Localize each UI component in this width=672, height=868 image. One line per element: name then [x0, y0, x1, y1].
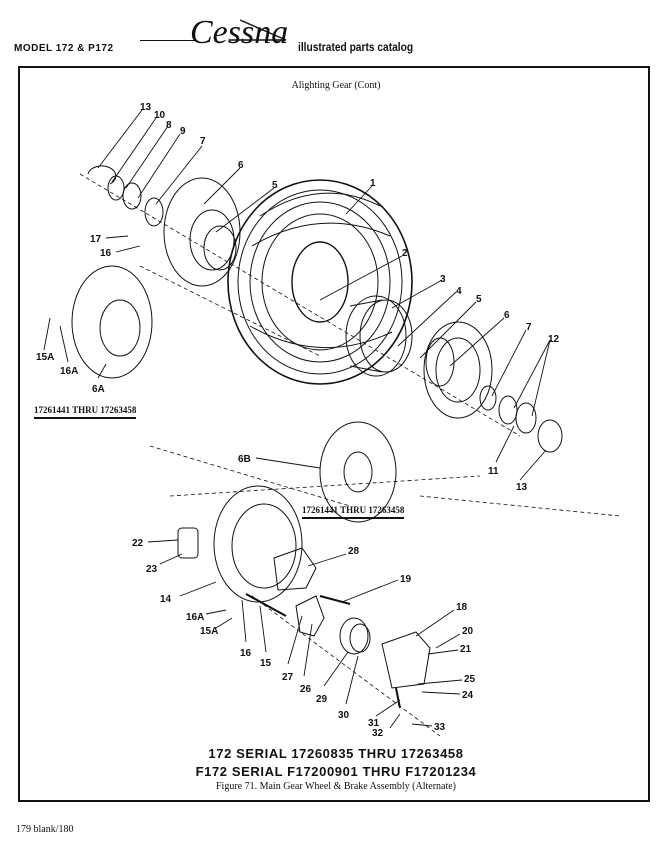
serial-range-6a: 17261441 THRU 17263458: [34, 405, 137, 419]
callout-5-right: 5: [476, 294, 482, 305]
callout-28: 28: [348, 546, 360, 557]
callout-11: 11: [488, 466, 499, 477]
wheel-half-left: [163, 177, 241, 287]
tire-illustration: [227, 179, 413, 385]
callout-26: 26: [300, 684, 312, 695]
callout-15a-bottom: 15A: [200, 626, 218, 637]
callout-6a: 6A: [92, 384, 105, 395]
wheel-hub-illustration: [345, 295, 413, 377]
figure-frame: [18, 66, 650, 802]
callout-9: 9: [180, 126, 186, 137]
wheel-half-14: [213, 485, 303, 603]
wheel-half-right: [423, 321, 493, 419]
header-rule-left: [140, 40, 196, 41]
callout-6-top: 6: [238, 160, 244, 171]
callout-10: 10: [154, 110, 166, 121]
wheel-half-6a: [71, 265, 153, 379]
callout-7-top: 7: [200, 136, 206, 147]
callout-13-top: 13: [140, 102, 152, 113]
serial-line-2: F172 SERIAL F17200901 THRU F17201234: [195, 764, 477, 779]
callout-21: 21: [460, 644, 472, 655]
callout-16-bottom: 16: [240, 648, 252, 659]
callout-32: 32: [372, 728, 384, 736]
callout-8: 8: [166, 120, 172, 131]
page-number: 179 blank/180: [16, 824, 74, 835]
section-title: Alighting Gear (Cont): [291, 80, 381, 91]
callout-3: 3: [440, 274, 446, 285]
callout-12: 12: [548, 334, 560, 345]
callout-2: 2: [402, 248, 408, 259]
cessna-logo: Cessna: [190, 14, 289, 51]
callout-4: 4: [456, 286, 462, 297]
callout-13-right: 13: [516, 482, 528, 493]
callout-16a-top: 16A: [60, 366, 78, 377]
callout-23: 23: [146, 564, 158, 575]
model-label: MODEL 172 & P172: [14, 43, 114, 54]
logo-swoosh-icon: [230, 19, 287, 41]
brake-disc-6b: [319, 421, 397, 523]
exploded-diagram: 13 10 8 9 7 6 5 1 17 16 2 3 4 5 6 7 12 1…: [36, 102, 621, 736]
callout-7-right: 7: [526, 322, 532, 333]
callout-6-right: 6: [504, 310, 510, 321]
callout-33: 33: [434, 722, 446, 733]
callout-20: 20: [462, 626, 474, 637]
callout-17: 17: [90, 234, 102, 245]
callout-15-bottom: 15: [260, 658, 272, 669]
callout-22: 22: [132, 538, 144, 549]
callout-18: 18: [456, 602, 468, 613]
catalog-label: illustrated parts catalog: [298, 40, 414, 54]
callout-16a-bottom: 16A: [186, 612, 204, 623]
serial-line-1: 172 SERIAL 17260835 THRU 17263458: [208, 746, 464, 761]
callout-30: 30: [338, 710, 350, 721]
callout-16-top: 16: [100, 248, 112, 259]
callout-29: 29: [316, 694, 328, 705]
callout-5-top: 5: [272, 180, 278, 191]
callout-31: 31: [368, 718, 380, 729]
figure-caption: Figure 71. Main Gear Wheel & Brake Assem…: [215, 781, 457, 792]
callout-15a-top: 15A: [36, 352, 54, 363]
serial-range-6b: 17261441 THRU 17263458: [302, 505, 405, 519]
callout-27: 27: [282, 672, 294, 683]
callout-19: 19: [400, 574, 412, 585]
callout-24: 24: [462, 690, 474, 701]
callout-6b: 6B: [238, 454, 251, 465]
callout-14: 14: [160, 594, 172, 605]
callout-25: 25: [464, 674, 476, 685]
callout-1: 1: [370, 178, 376, 189]
